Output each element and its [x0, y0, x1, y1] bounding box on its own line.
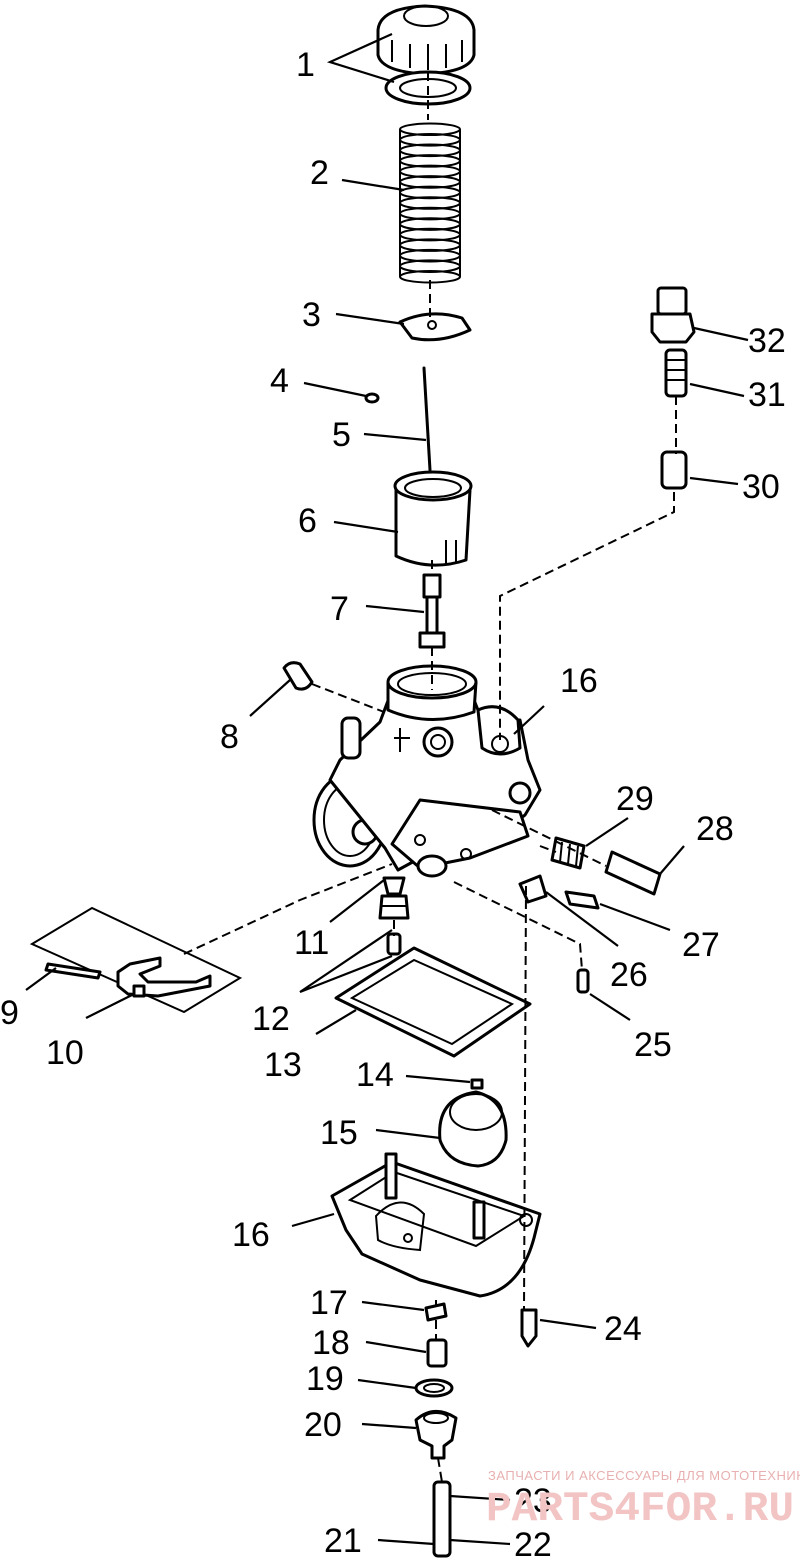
part-carburetor-body: [312, 664, 542, 878]
callout-18: 18: [312, 1324, 350, 1362]
part-pin: [470, 1078, 484, 1090]
callout-7: 7: [330, 590, 349, 628]
part-plug: [282, 661, 314, 691]
part-o-ring: [414, 1378, 454, 1398]
part-jet-holder: [418, 573, 446, 649]
part-throttle-slide: [393, 470, 473, 567]
part-main-jet: [386, 932, 402, 956]
callout-17: 17: [310, 1284, 348, 1322]
part-retainer-plate: [398, 312, 472, 342]
part-float: [438, 1090, 508, 1168]
callout-25: 25: [634, 1026, 672, 1064]
part-needle: [422, 366, 432, 472]
part-drain-screw: [426, 1338, 448, 1368]
part-spring: [399, 122, 461, 284]
callout-20: 20: [304, 1406, 342, 1444]
callout-13: 13: [264, 1046, 302, 1084]
part-clip: [364, 392, 380, 404]
leader-lines: [25, 32, 749, 1546]
callout-14: 14: [356, 1056, 394, 1094]
part-pilot-jet: [378, 876, 410, 920]
callout-19: 19: [306, 1360, 344, 1398]
callout-16b: 16: [232, 1216, 270, 1254]
part-spring-31: [664, 348, 688, 398]
callout-30: 30: [742, 468, 780, 506]
part-air-screw: [604, 850, 662, 896]
callout-22: 22: [514, 1526, 552, 1561]
callout-8: 8: [220, 718, 239, 756]
callout-1: 1: [296, 46, 315, 84]
part-choke-plate: [29, 906, 243, 1014]
callout-26: 26: [610, 956, 648, 994]
part-drain-nut: [424, 1302, 448, 1322]
callout-24: 24: [604, 1310, 642, 1348]
callout-12: 12: [252, 1000, 290, 1038]
callout-21: 21: [324, 1522, 362, 1560]
callout-3: 3: [302, 296, 321, 334]
callout-11: 11: [294, 924, 329, 962]
part-drain-plug: [414, 1410, 458, 1460]
watermark: ЗАПЧАСТИ И АКСЕССУАРЫ ДЛЯ МОТОТЕХНИКИ PA…: [486, 1468, 800, 1533]
assembly-lines: [183, 72, 677, 1483]
part-air-screw-spring: [550, 836, 586, 870]
part-fitting-32: [650, 286, 696, 344]
part-nipple-30: [660, 450, 688, 490]
callout-4: 4: [270, 362, 289, 400]
part-drain-tube: [432, 1480, 452, 1558]
part-bowl-screw: [520, 1308, 538, 1348]
part-gasket: [334, 946, 532, 1058]
part-screw-25: [576, 968, 590, 994]
callout-9: 9: [0, 994, 19, 1032]
part-idle-screw: [518, 874, 600, 910]
callout-31: 31: [748, 376, 786, 414]
part-float-bowl: [330, 1152, 542, 1298]
callout-27: 27: [682, 926, 720, 964]
callouts: 1 2 3 4 5 6 7 8 9 10 11 12 13 14 15 16 1…: [0, 46, 786, 1561]
watermark-tagline: ЗАПЧАСТИ И АКСЕССУАРЫ ДЛЯ МОТОТЕХНИКИ: [488, 1468, 800, 1483]
callout-5: 5: [332, 416, 351, 454]
callout-10: 10: [46, 1034, 84, 1072]
part-cap: [376, 4, 476, 76]
callout-28: 28: [696, 810, 734, 848]
callout-15: 15: [320, 1114, 358, 1152]
callout-16a: 16: [560, 662, 598, 700]
callout-23: 23: [514, 1482, 552, 1520]
callout-2: 2: [310, 154, 329, 192]
callout-29: 29: [616, 780, 654, 818]
callout-6: 6: [298, 502, 317, 540]
callout-32: 32: [748, 322, 786, 360]
watermark-brand: PARTS4FOR.RU: [486, 1485, 794, 1533]
